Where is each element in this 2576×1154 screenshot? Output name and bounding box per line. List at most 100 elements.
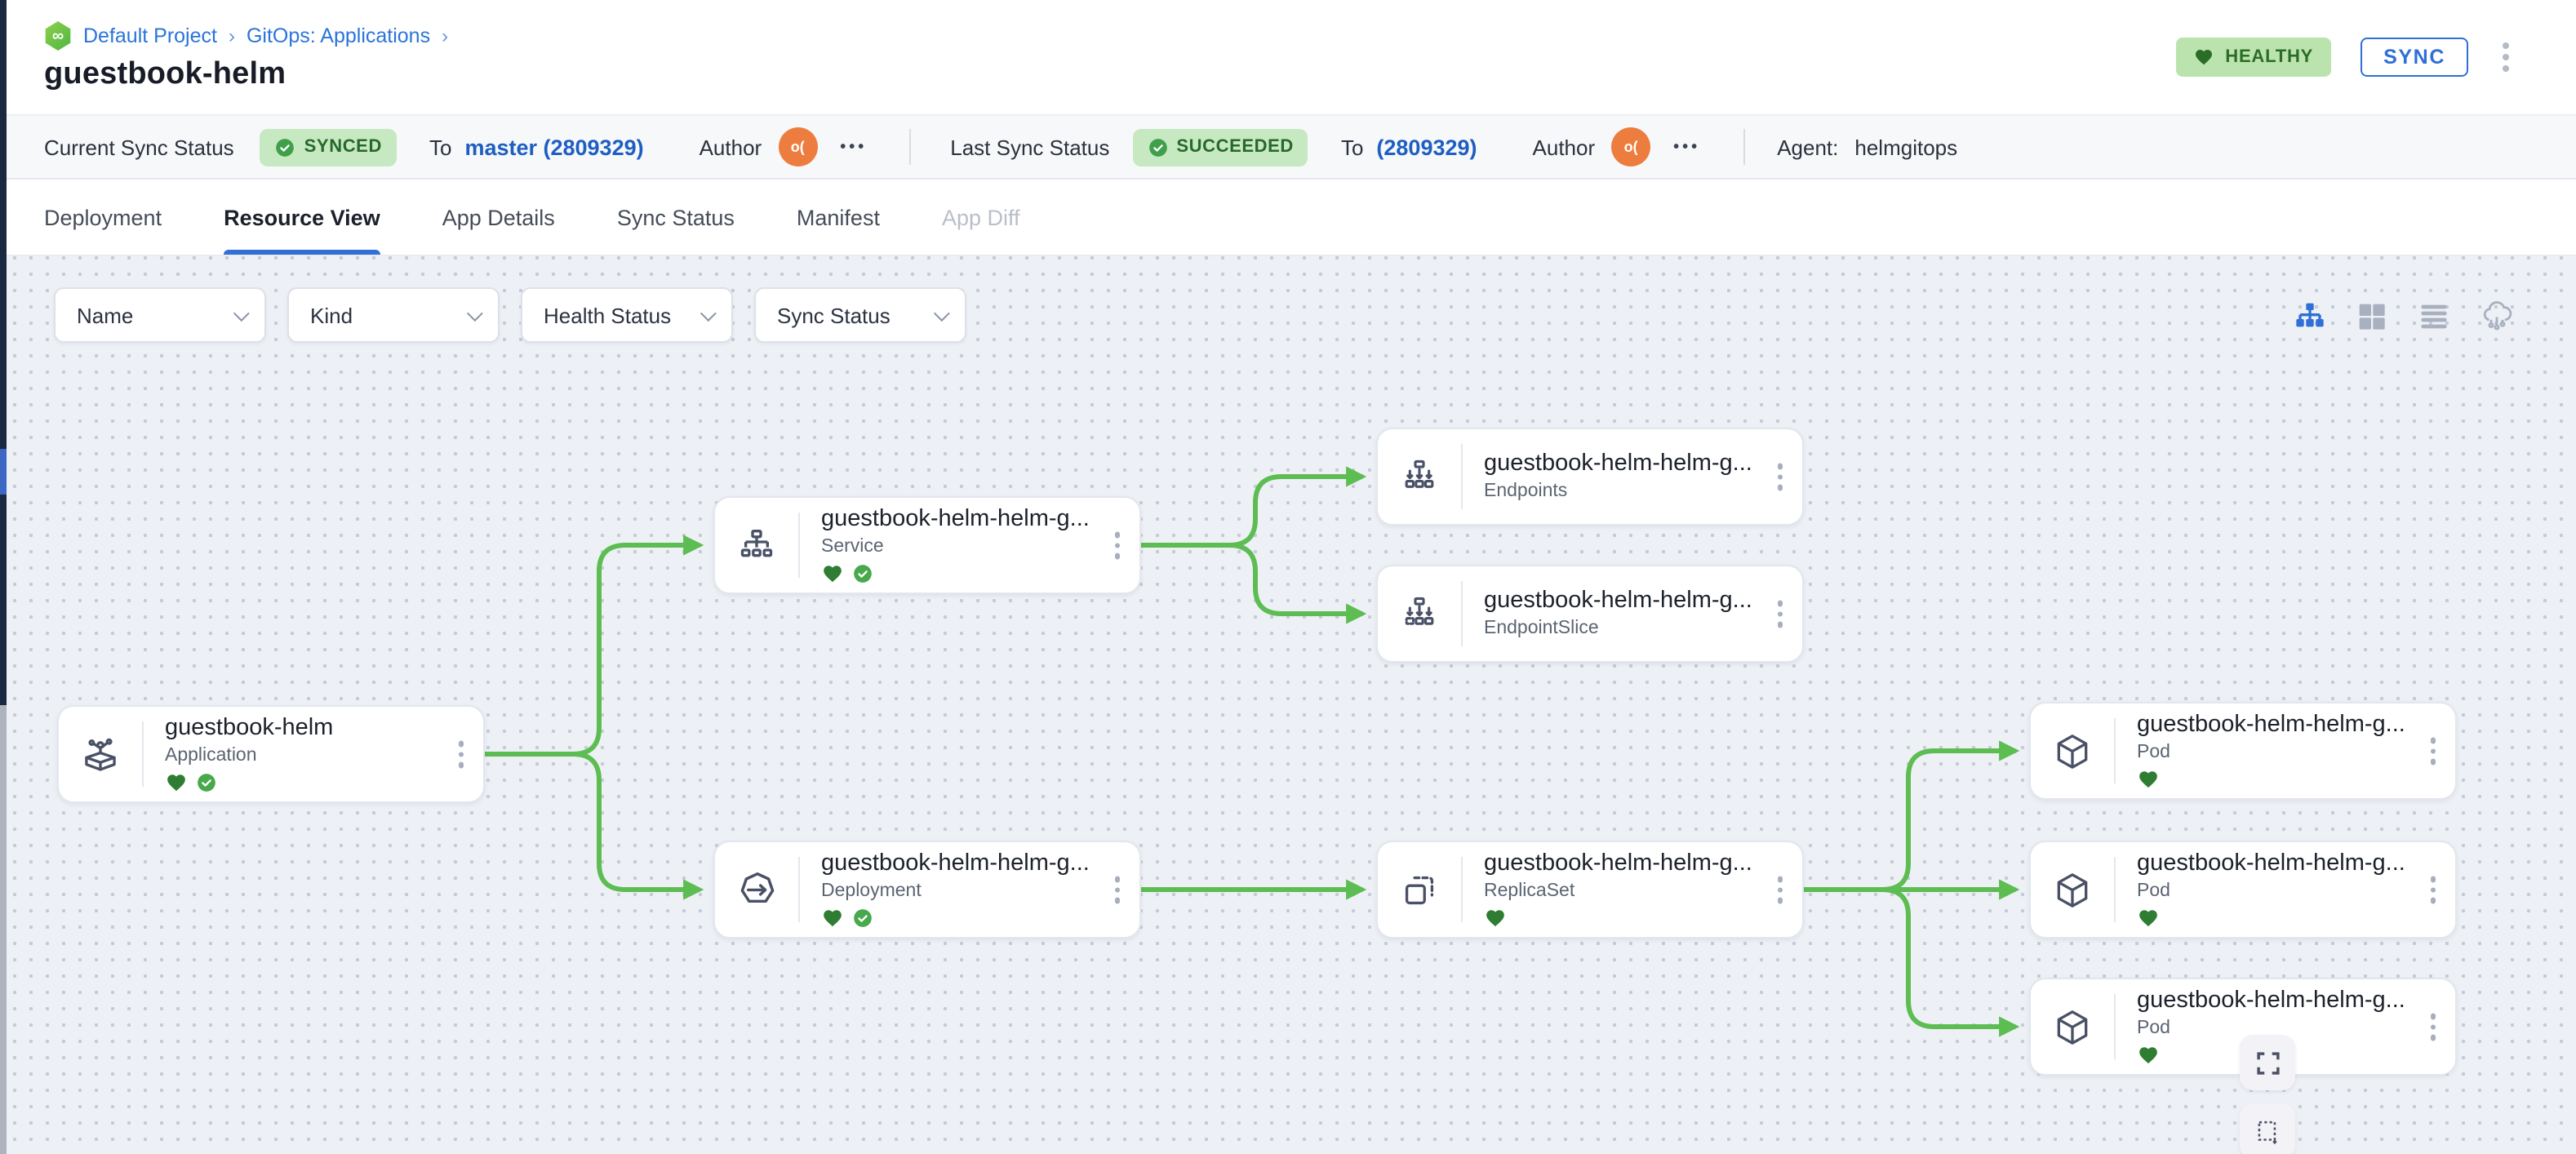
node-pod-2[interactable]: guestbook-helm-helm-g... Pod: [2029, 841, 2457, 939]
tab-app-details[interactable]: App Details: [442, 205, 555, 229]
tab-manifest[interactable]: Manifest: [796, 205, 880, 229]
deployment-icon: [715, 868, 798, 911]
node-menu[interactable]: [1772, 872, 1788, 908]
tab-sync-status[interactable]: Sync Status: [616, 205, 735, 229]
view-mode-switcher: [2294, 299, 2514, 333]
node-kind: Pod: [2137, 743, 2170, 762]
fit-view-icon: [2257, 1120, 2276, 1144]
current-revision-link[interactable]: master (2809329): [464, 135, 644, 159]
tab-app-diff[interactable]: App Diff: [941, 205, 1020, 229]
last-sync-status-label: Last Sync Status: [950, 135, 1110, 159]
pod-icon: [2031, 869, 2114, 910]
node-menu[interactable]: [453, 736, 469, 773]
divider: [909, 129, 912, 165]
node-endpointslice[interactable]: guestbook-helm-helm-g... EndpointSlice: [1376, 565, 1804, 663]
sync-button[interactable]: SYNC: [2361, 38, 2468, 77]
node-title: guestbook-helm-helm-g...: [821, 850, 1090, 877]
node-title: guestbook-helm-helm-g...: [2137, 988, 2405, 1014]
breadcrumb-gitops-applications[interactable]: GitOps: Applications: [246, 24, 431, 47]
healthy-heart-icon: [824, 910, 842, 927]
node-kind: Application: [165, 746, 257, 766]
breadcrumb-separator-icon: ›: [228, 24, 235, 47]
node-menu[interactable]: [2425, 1009, 2441, 1045]
list-view-icon[interactable]: [2418, 300, 2450, 332]
divider: [1743, 129, 1745, 165]
resource-tree-canvas[interactable]: Name Kind Health Status Sync Status: [0, 256, 2576, 1154]
author-avatar[interactable]: o(: [1611, 127, 1651, 166]
codefresh-project-icon: ∞: [45, 21, 71, 51]
filter-bar: Name Kind Health Status Sync Status: [54, 287, 966, 343]
tab-bar: Deployment Resource View App Details Syn…: [0, 180, 2576, 256]
node-kind: EndpointSlice: [1484, 619, 1599, 638]
node-menu[interactable]: [1772, 459, 1788, 495]
collapsed-sidebar-strip: [0, 0, 7, 705]
endpoints-icon: [1378, 456, 1461, 497]
succeeded-badge: SUCCEEDED: [1132, 128, 1308, 166]
healthy-heart-icon: [2139, 1047, 2157, 1064]
tab-resource-view[interactable]: Resource View: [224, 180, 380, 255]
node-menu[interactable]: [1109, 527, 1125, 564]
fullscreen-button[interactable]: [2240, 1035, 2295, 1090]
tree-view-icon[interactable]: [2294, 300, 2326, 332]
fit-view-button[interactable]: [2240, 1103, 2295, 1154]
node-menu[interactable]: [2425, 872, 2441, 908]
tab-deployment[interactable]: Deployment: [44, 205, 162, 229]
synced-check-icon: [854, 909, 872, 927]
breadcrumb: ∞ Default Project › GitOps: Applications…: [44, 21, 448, 51]
filter-name-dropdown[interactable]: Name: [54, 287, 266, 343]
node-title: guestbook-helm-helm-g...: [2137, 712, 2405, 738]
node-pod-1[interactable]: guestbook-helm-helm-g... Pod: [2029, 702, 2457, 800]
filter-kind-dropdown[interactable]: Kind: [287, 287, 500, 343]
last-revision-link[interactable]: (2809329): [1376, 135, 1477, 159]
synced-check-icon: [198, 774, 215, 792]
node-service[interactable]: guestbook-helm-helm-g... Service: [713, 496, 1141, 594]
node-kind: Service: [821, 537, 884, 557]
breadcrumb-default-project[interactable]: Default Project: [83, 24, 217, 47]
node-menu[interactable]: [1109, 872, 1125, 908]
node-kind: ReplicaSet: [1484, 881, 1575, 901]
node-deployment[interactable]: guestbook-helm-helm-g... Deployment: [713, 841, 1141, 939]
agent-label: Agent:: [1777, 135, 1839, 159]
author-avatar[interactable]: o(: [778, 127, 818, 166]
check-circle-icon: [276, 138, 295, 156]
chevron-down-icon: [233, 304, 250, 322]
node-menu[interactable]: [1772, 596, 1788, 632]
healthy-heart-icon: [824, 566, 842, 583]
healthy-heart-icon: [2139, 771, 2157, 788]
cluster-view-icon[interactable]: [2480, 299, 2514, 333]
to-label: To: [1340, 135, 1364, 159]
sync-status-bar: Current Sync Status SYNCED To master (28…: [0, 114, 2576, 180]
commit-more-button[interactable]: •••: [840, 138, 868, 156]
filter-health-status-dropdown[interactable]: Health Status: [521, 287, 733, 343]
header-more-menu[interactable]: [2498, 38, 2514, 77]
succeeded-badge-label: SUCCEEDED: [1176, 137, 1294, 157]
node-title: guestbook-helm-helm-g...: [1484, 588, 1752, 614]
synced-badge: SYNCED: [260, 128, 397, 166]
page-header: ∞ Default Project › GitOps: Applications…: [0, 0, 2576, 114]
node-menu[interactable]: [2425, 733, 2441, 770]
sidebar-active-indicator: [0, 449, 7, 495]
check-circle-icon: [1148, 138, 1167, 156]
breadcrumb-separator-icon: ›: [442, 24, 449, 47]
resource-tree-edges: [482, 466, 2020, 1037]
healthy-heart-icon: [167, 775, 185, 792]
node-endpoints[interactable]: guestbook-helm-helm-g... Endpoints: [1376, 428, 1804, 526]
healthy-heart-icon: [2139, 910, 2157, 927]
chevron-down-icon: [466, 304, 483, 322]
endpointslice-icon: [1378, 593, 1461, 634]
fullscreen-icon: [2256, 1051, 2279, 1074]
chevron-down-icon: [933, 304, 950, 322]
commit-more-button[interactable]: •••: [1673, 138, 1701, 156]
health-status-badge: HEALTHY: [2176, 38, 2332, 77]
node-kind: Deployment: [821, 881, 922, 901]
grid-view-icon[interactable]: [2356, 300, 2388, 332]
node-application[interactable]: guestbook-helm Application: [57, 705, 485, 803]
current-sync-status-label: Current Sync Status: [44, 135, 234, 159]
node-kind: Pod: [2137, 881, 2170, 901]
node-kind: Endpoints: [1484, 482, 1568, 501]
node-replicaset[interactable]: guestbook-helm-helm-g... ReplicaSet: [1376, 841, 1804, 939]
node-title: guestbook-helm-helm-g...: [1484, 850, 1752, 877]
application-icon: [59, 734, 142, 775]
filter-sync-status-dropdown[interactable]: Sync Status: [754, 287, 966, 343]
